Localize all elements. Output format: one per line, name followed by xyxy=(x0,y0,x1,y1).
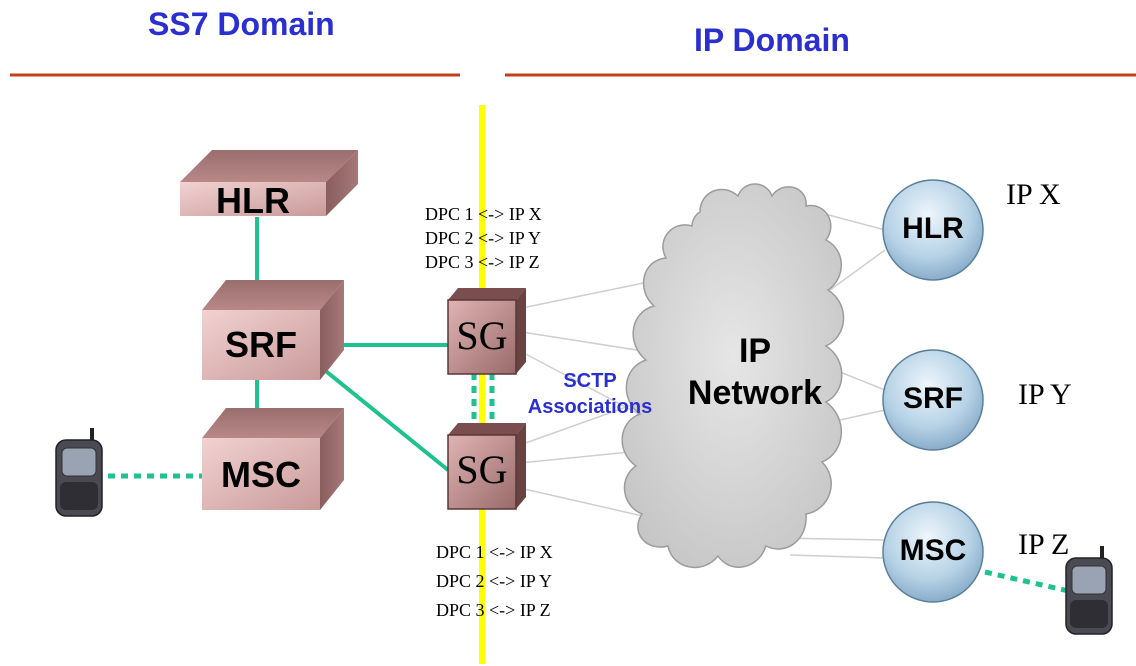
ip-msc-label: MSC xyxy=(899,534,967,567)
sg-top-label: SG xyxy=(456,313,508,358)
ss7-srf-box xyxy=(202,280,344,380)
ip-hlr-label: HLR xyxy=(902,212,964,245)
ip-network-cloud xyxy=(621,183,845,569)
ip-srf-label: SRF xyxy=(903,382,963,415)
mapping-row: DPC 3 <-> IP Z xyxy=(436,600,551,620)
ip-hlr-node xyxy=(882,179,984,281)
ip-srf-node xyxy=(882,349,984,451)
dpc-mapping-bottom: DPC 1 <-> IP X DPC 2 <-> IP Y DPC 3 <-> … xyxy=(436,538,553,625)
ip-msc-node xyxy=(882,501,984,603)
ip-network-label: IP Network xyxy=(660,330,850,414)
ss7-hlr-box xyxy=(180,150,358,216)
sg-bottom-box xyxy=(447,423,526,510)
ip-network-label-line1: IP xyxy=(738,332,772,370)
mapping-row: DPC 2 <-> IP Y xyxy=(425,228,541,248)
ss7-msc-box xyxy=(202,408,344,510)
ss7-hlr-label: HLR xyxy=(216,180,290,221)
sctp-associations-label: SCTP Associations xyxy=(500,368,680,420)
ss7-msc-label: MSC xyxy=(221,454,301,495)
sg-bottom-label: SG xyxy=(456,447,508,492)
ss7-domain-title: SS7 Domain xyxy=(148,6,335,42)
dpc-mapping-top: DPC 1 <-> IP X DPC 2 <-> IP Y DPC 3 <-> … xyxy=(425,202,542,274)
mapping-row: DPC 3 <-> IP Z xyxy=(425,252,540,272)
ip-domain-title: IP Domain xyxy=(694,22,850,58)
ss7-srf-label: SRF xyxy=(225,324,297,365)
sctp-label-line2: Associations xyxy=(527,396,653,418)
sctp-label-line1: SCTP xyxy=(563,370,617,392)
mapping-row: DPC 1 <-> IP X xyxy=(436,542,553,562)
mobile-phone-icon-left xyxy=(55,428,103,517)
ip-x-label: IP X xyxy=(1006,178,1061,211)
ip-z-label: IP Z xyxy=(1018,528,1070,561)
mobile-phone-icon-right xyxy=(1065,546,1113,635)
ip-y-label: IP Y xyxy=(1018,378,1072,411)
mapping-row: DPC 1 <-> IP X xyxy=(425,204,542,224)
ip-network-label-line2: Network xyxy=(687,374,823,412)
sg-to-cloud-links xyxy=(519,277,701,521)
mapping-row: DPC 2 <-> IP Y xyxy=(436,571,552,591)
cloud-to-node-links xyxy=(779,209,886,559)
sg-top-box xyxy=(447,288,526,375)
